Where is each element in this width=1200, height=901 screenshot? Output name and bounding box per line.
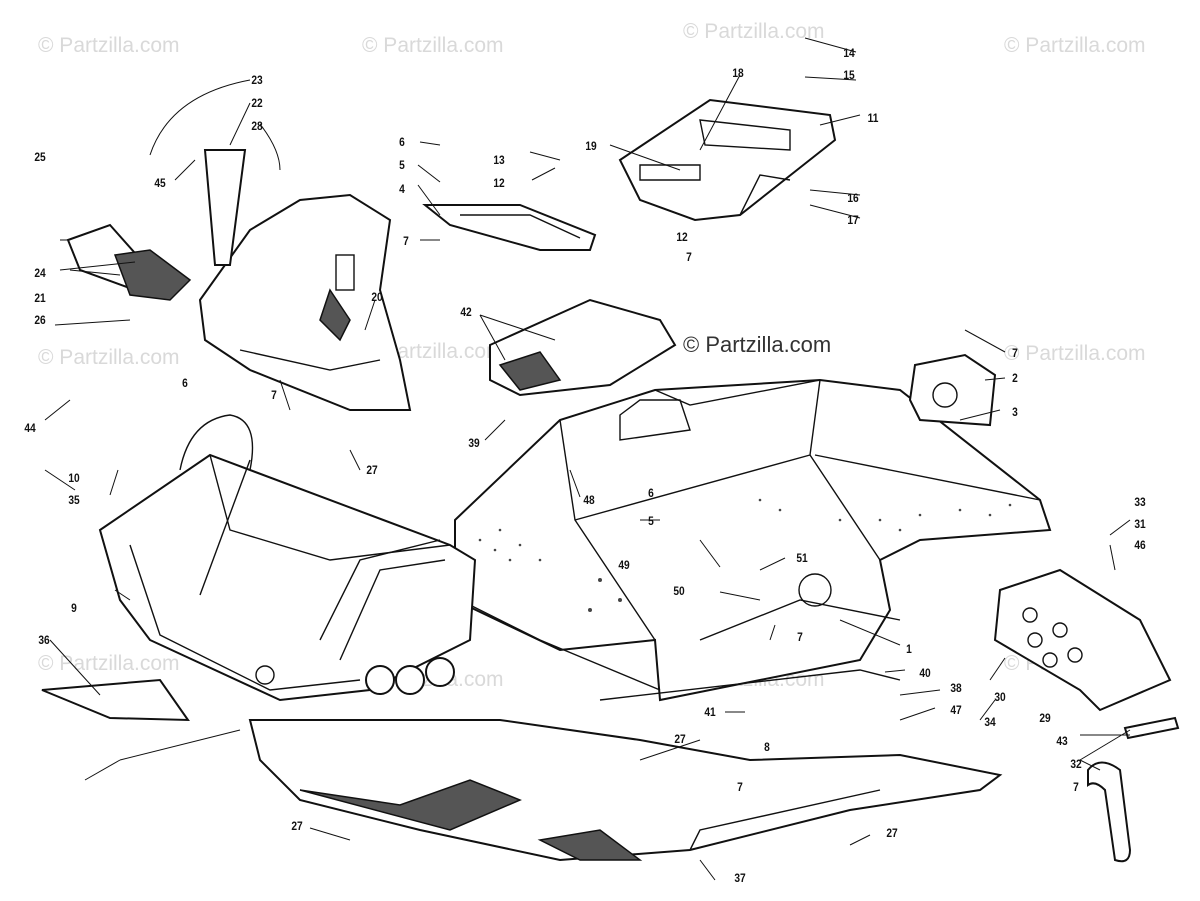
callout-17: 17 bbox=[847, 213, 859, 227]
watermark: © Partzilla.com bbox=[362, 34, 504, 57]
bracket-part bbox=[422, 204, 597, 251]
callout-10: 10 bbox=[68, 471, 80, 485]
callout-7: 7 bbox=[797, 630, 803, 644]
shroud-bracket-part bbox=[489, 298, 677, 397]
callout-37: 37 bbox=[734, 871, 746, 885]
callout-14: 14 bbox=[843, 46, 855, 60]
callout-5: 5 bbox=[399, 158, 405, 172]
nose-cone-part bbox=[198, 193, 412, 411]
callout-27: 27 bbox=[886, 826, 898, 840]
callout-34: 34 bbox=[984, 715, 996, 729]
callout-26: 26 bbox=[34, 313, 46, 327]
callout-7: 7 bbox=[271, 388, 277, 402]
callout-7: 7 bbox=[403, 234, 409, 248]
callout-38: 38 bbox=[950, 681, 962, 695]
callout-11: 11 bbox=[867, 111, 879, 125]
callout-51: 51 bbox=[796, 551, 808, 565]
callout-2: 2 bbox=[1012, 371, 1018, 385]
callout-36: 36 bbox=[38, 633, 50, 647]
callout-7: 7 bbox=[686, 250, 692, 264]
callout-18: 18 bbox=[732, 66, 744, 80]
callout-35: 35 bbox=[68, 493, 80, 507]
callout-8: 8 bbox=[764, 740, 770, 754]
callout-39: 39 bbox=[468, 436, 480, 450]
watermark: © Partzilla.com bbox=[683, 20, 825, 43]
callout-40: 40 bbox=[919, 666, 931, 680]
callout-6: 6 bbox=[182, 376, 188, 390]
callout-48: 48 bbox=[583, 493, 595, 507]
callout-12: 12 bbox=[493, 176, 505, 190]
callout-30: 30 bbox=[994, 690, 1006, 704]
front-frame-part bbox=[98, 414, 477, 702]
callout-47: 47 bbox=[950, 703, 962, 717]
plate-part bbox=[908, 353, 997, 427]
callout-7: 7 bbox=[1012, 346, 1018, 360]
callout-45: 45 bbox=[154, 176, 166, 190]
callout-31: 31 bbox=[1134, 517, 1146, 531]
steering-support-part bbox=[618, 98, 837, 222]
watermark: © Partzilla.com bbox=[38, 346, 180, 369]
callout-28: 28 bbox=[251, 119, 263, 133]
callout-24: 24 bbox=[34, 266, 46, 280]
callout-49: 49 bbox=[618, 558, 630, 572]
watermark: © Partzilla.com bbox=[38, 652, 180, 675]
callout-6: 6 bbox=[648, 486, 654, 500]
callout-20: 20 bbox=[371, 290, 383, 304]
callout-19: 19 bbox=[585, 139, 597, 153]
rear-plate-part bbox=[993, 568, 1172, 712]
callout-27: 27 bbox=[366, 463, 378, 477]
callout-29: 29 bbox=[1039, 711, 1051, 725]
callout-12: 12 bbox=[676, 230, 688, 244]
callout-5: 5 bbox=[648, 514, 654, 528]
shield-part bbox=[41, 678, 190, 722]
callout-21: 21 bbox=[34, 291, 46, 305]
callout-15: 15 bbox=[843, 68, 855, 82]
callout-7: 7 bbox=[737, 780, 743, 794]
callout-9: 9 bbox=[71, 601, 77, 615]
leader-lines bbox=[44, 37, 1131, 881]
callout-1: 1 bbox=[906, 642, 912, 656]
strap-part bbox=[1123, 716, 1180, 740]
belly-pan-part bbox=[248, 719, 1003, 862]
watermark: © Partzilla.com bbox=[1004, 342, 1146, 365]
callout-46: 46 bbox=[1134, 538, 1146, 552]
callout-4: 4 bbox=[399, 182, 405, 196]
brace-part bbox=[203, 149, 247, 266]
callout-3: 3 bbox=[1012, 405, 1018, 419]
callout-16: 16 bbox=[847, 191, 859, 205]
handle-part bbox=[1087, 761, 1132, 863]
callout-33: 33 bbox=[1134, 495, 1146, 509]
chassis-frame-part bbox=[454, 378, 1052, 702]
callout-27: 27 bbox=[674, 732, 686, 746]
callout-41: 41 bbox=[704, 705, 716, 719]
callout-44: 44 bbox=[24, 421, 36, 435]
callout-22: 22 bbox=[251, 96, 263, 110]
callout-42: 42 bbox=[460, 305, 472, 319]
callout-50: 50 bbox=[673, 584, 685, 598]
watermark: © Partzilla.com bbox=[38, 34, 180, 57]
callout-32: 32 bbox=[1070, 757, 1082, 771]
callout-27: 27 bbox=[291, 819, 303, 833]
callout-6: 6 bbox=[399, 135, 405, 149]
watermark: © Partzilla.com bbox=[1004, 34, 1146, 57]
frame-rivets bbox=[478, 498, 1012, 612]
callout-13: 13 bbox=[493, 153, 505, 167]
callout-23: 23 bbox=[251, 73, 263, 87]
callout-25: 25 bbox=[34, 150, 46, 164]
callout-7: 7 bbox=[1073, 780, 1079, 794]
callout-43: 43 bbox=[1056, 734, 1068, 748]
watermark-main: © Partzilla.com bbox=[683, 332, 832, 357]
